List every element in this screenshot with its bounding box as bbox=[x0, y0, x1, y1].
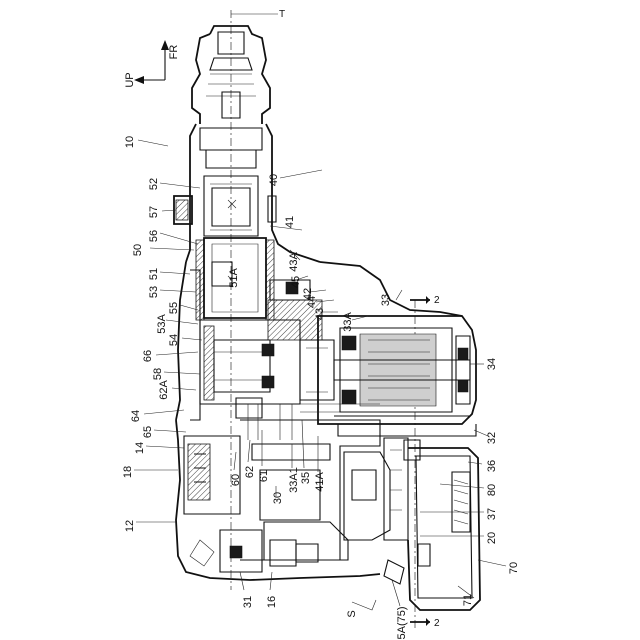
ref-numeral-35: 35 bbox=[300, 472, 312, 484]
ref-numeral-10: 10 bbox=[124, 136, 136, 148]
ref-numeral-61: 61 bbox=[258, 470, 270, 482]
ref-numeral-36: 36 bbox=[486, 460, 498, 472]
ref-numeral-51a: 51A bbox=[228, 268, 240, 288]
ref-numeral-80: 80 bbox=[486, 484, 498, 496]
ref-numeral-58: 58 bbox=[152, 368, 164, 380]
tool-body bbox=[174, 26, 480, 610]
ref-numeral-62a: 62A bbox=[158, 380, 170, 400]
ref-numeral-14: 14 bbox=[134, 442, 146, 454]
ref-numeral-41: 41 bbox=[284, 216, 296, 228]
ref-numeral-s: S bbox=[346, 610, 358, 617]
ref-numeral-56: 56 bbox=[148, 230, 160, 242]
ref-numeral-53: 53 bbox=[148, 286, 160, 298]
ref-numeral-60: 60 bbox=[230, 474, 242, 486]
ref-numeral-45: 45 bbox=[290, 276, 302, 288]
ref-numeral-37: 37 bbox=[486, 508, 498, 520]
ref-numeral-43: 43 bbox=[314, 308, 326, 320]
ref-numeral-70: 70 bbox=[508, 562, 520, 574]
ref-numeral-44: 44 bbox=[306, 296, 318, 308]
ref-numeral-40: 40 bbox=[268, 174, 280, 186]
ref-numeral-16: 16 bbox=[266, 596, 278, 608]
front-label: FR bbox=[168, 45, 180, 60]
section-label-top: 2 bbox=[434, 295, 440, 306]
ref-numeral-30: 30 bbox=[272, 492, 284, 504]
ref-numeral-54: 54 bbox=[168, 334, 180, 346]
ref-numeral-33a: 33A bbox=[342, 312, 354, 332]
ref-numeral-50: 50 bbox=[132, 244, 144, 256]
ref-numeral-71: 71 bbox=[462, 594, 474, 606]
ref-numeral-32: 32 bbox=[486, 432, 498, 444]
ref-numeral-31: 31 bbox=[242, 596, 254, 608]
up-label: UP bbox=[124, 72, 136, 87]
ref-numeral-65: 65 bbox=[142, 426, 154, 438]
ref-numeral-57: 57 bbox=[148, 206, 160, 218]
ref-numeral-33a1: 33A1 bbox=[288, 467, 300, 493]
ref-numeral-18: 18 bbox=[122, 466, 134, 478]
ref-numeral-33: 33 bbox=[380, 294, 392, 306]
ref-numeral-55: 55 bbox=[168, 302, 180, 314]
ref-numeral-52: 52 bbox=[148, 178, 160, 190]
ref-numeral-12: 12 bbox=[124, 520, 136, 532]
ref-numeral-43a: 43A bbox=[288, 252, 300, 272]
ref-numeral-75a75: 75A(75) bbox=[396, 606, 408, 640]
axis-label-t: T bbox=[279, 9, 285, 20]
ref-numeral-53a: 53A bbox=[156, 314, 168, 334]
ref-numeral-41a: 41A bbox=[314, 472, 326, 492]
ref-numeral-20: 20 bbox=[486, 532, 498, 544]
section-label-bottom: 2 bbox=[434, 618, 440, 629]
ref-numeral-64: 64 bbox=[130, 410, 142, 422]
ref-numeral-51: 51 bbox=[148, 268, 160, 280]
ref-numeral-66: 66 bbox=[142, 350, 154, 362]
ref-numeral-62: 62 bbox=[244, 466, 256, 478]
direction-indicator: FR UP bbox=[124, 40, 180, 88]
ref-numeral-34: 34 bbox=[486, 358, 498, 370]
